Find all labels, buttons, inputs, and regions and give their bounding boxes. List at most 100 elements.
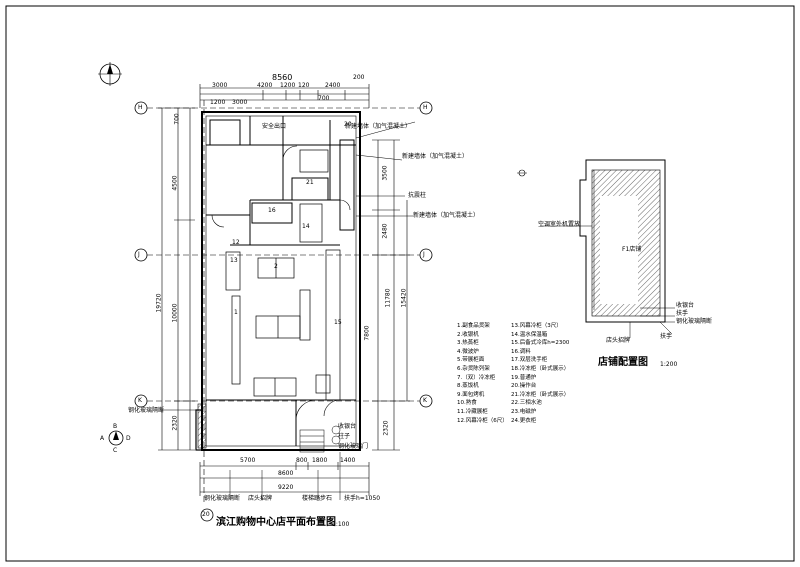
site-label-handrail: 扶手 [676, 310, 689, 317]
north-arrow-icon [98, 62, 122, 86]
callout-sign: 店头招牌 [248, 495, 273, 502]
left-dim-4: 2320 [171, 415, 179, 431]
legend-column-1: 1.副食品货架 2.收银机 3.热蒸柜 4.微波炉 5.带展柜面 6.杂货陈列架… [457, 322, 508, 425]
legend-item: 1.副食品货架 [457, 323, 490, 329]
legend-item: 4.微波炉 [457, 348, 479, 355]
site-plan-title: 店铺配置图 [598, 357, 648, 368]
drawing-title: 滨江购物中心店平面布置图 [216, 517, 336, 528]
legend-item: 16.调料 [511, 348, 531, 355]
legend-item: 7.（双）冷冻柜 [457, 374, 496, 381]
axis-h-right: H [423, 104, 428, 111]
top-dim-0: 3000 [212, 82, 228, 89]
site-label-sign: 店头招牌 [606, 337, 631, 344]
right-dim-4: 7800 [363, 325, 371, 341]
room-20: 20 [344, 121, 352, 128]
site-label-cashier: 收银台 [676, 302, 695, 309]
sheet-border [5, 5, 795, 562]
bottom-total-1: 8600 [278, 470, 294, 477]
door-swings [211, 145, 351, 421]
room-16: 16 [268, 207, 276, 214]
left-dimension-lines [158, 107, 195, 451]
site-store-label: F1店铺 [622, 246, 642, 253]
callout-new-wall-1: 新建墙体（加气混凝土） [345, 123, 412, 130]
callout-handrail-h: 扶手h=1050 [344, 495, 381, 502]
bottom-dim-1: 800 [296, 457, 308, 464]
axis-h-left: H [138, 104, 143, 111]
room-12: 12 [232, 239, 240, 246]
legend-item: 12.风幕冷柜（6尺） [457, 417, 508, 424]
legend-item: 21.冷冻柜（卧式展示） [511, 391, 570, 398]
legend-item: 22.三相水池 [511, 400, 542, 407]
callout-pillar: 柱子 [338, 433, 351, 440]
legend-item: 13.风幕冷柜（3尺） [511, 323, 562, 329]
left-dim-1: 4500 [171, 175, 179, 191]
site-plan-marker [517, 169, 527, 177]
top-dim-2: 1200 [280, 82, 296, 89]
room-1: 1 [234, 309, 238, 316]
legend-item: 24.更衣柜 [511, 417, 537, 424]
room-14: 14 [302, 223, 310, 230]
axis-j-right: J [423, 251, 425, 258]
room-2: 2 [274, 263, 278, 270]
site-label-handrail2: 扶手 [660, 333, 673, 340]
right-dim-1: 2480 [381, 223, 389, 239]
drawing-scale: 1:100 [332, 521, 350, 528]
callout-steel-glass-left: 钢化玻璃隔断 [128, 407, 165, 414]
right-dim-2: 11780 [384, 288, 392, 308]
right-dim-5: 2320 [382, 420, 390, 436]
legend-item: 3.热蒸柜 [457, 340, 479, 347]
axis-k-right: K [423, 397, 427, 404]
bottom-total-2: 9220 [278, 484, 294, 491]
leader-lines [160, 121, 416, 500]
right-dim-3: 15420 [400, 288, 408, 308]
left-dim-5: 1200 [210, 99, 226, 106]
room-15: 15 [334, 319, 342, 326]
legend-item: 9.面包烤机 [457, 391, 485, 398]
callout-cashier: 收银台 [338, 423, 357, 430]
callout-new-wall-3: 新建墙体（加气混凝土） [413, 212, 480, 219]
legend-item: 5.带展柜面 [457, 357, 485, 364]
site-label-steel-glass: 钢化玻璃隔断 [676, 318, 713, 325]
legend-item: 14.温水保温箱 [511, 331, 548, 338]
left-dim-3: 19720 [155, 293, 163, 313]
legend-item: 10.熟食 [457, 400, 477, 407]
site-plan [540, 159, 675, 338]
top-dimension-lines [199, 84, 370, 108]
legend-item: 2.收银机 [457, 331, 479, 338]
legend-item: 17.双层洗手柜 [511, 357, 548, 364]
right-dim-0: 3500 [381, 165, 389, 181]
left-dim-6: 3000 [232, 99, 248, 106]
bottom-dimension-lines [199, 462, 370, 496]
callout-stair: 楼梯踏步石 [302, 495, 333, 502]
axis-j-left: J [138, 251, 140, 258]
left-dim-2: 10000 [171, 303, 179, 323]
compass-letter-b: B [113, 423, 118, 430]
bottom-dim-0: 5700 [240, 457, 256, 464]
legend-column-2: 13.风幕冷柜（3尺） 14.温水保温箱 15.后备式冷库h=2300 16.调… [511, 322, 569, 425]
room-21: 21 [306, 179, 314, 186]
bottom-dim-2: 1800 [312, 457, 328, 464]
legend-item: 11.冷藏展柜 [457, 408, 488, 415]
right-dimension-lines [372, 139, 410, 451]
callout-column: 抗震柱 [408, 192, 427, 199]
site-plan-scale: 1:200 [660, 361, 678, 368]
legend-item: 15.后备式冷库h=2300 [511, 340, 570, 347]
compass-icon [108, 430, 124, 446]
axis-k-left: K [138, 397, 142, 404]
legend-item: 6.杂货陈列架 [457, 365, 490, 372]
legend-item: 19.普通炉 [511, 374, 537, 381]
left-dim-0: 700 [173, 113, 181, 125]
callout-steel-glass-bottom: 钢化玻璃隔断 [204, 495, 241, 502]
compass-letter-d: D [126, 435, 131, 442]
interior-walls [206, 116, 356, 446]
top-dim-5: 200 [353, 74, 365, 81]
top-dim2: 700 [318, 95, 330, 102]
compass-letter-c: C [113, 447, 118, 454]
callout-new-wall-2: 新建墙体（加气混凝土） [402, 153, 469, 160]
room-13: 13 [230, 257, 238, 264]
store-outline [195, 111, 361, 451]
axis-bubbles [134, 101, 433, 522]
entrance-stairs [299, 425, 341, 453]
site-outdoor-unit: 空调室外机置放 [538, 221, 581, 228]
top-dim-3: 120 [298, 82, 310, 89]
